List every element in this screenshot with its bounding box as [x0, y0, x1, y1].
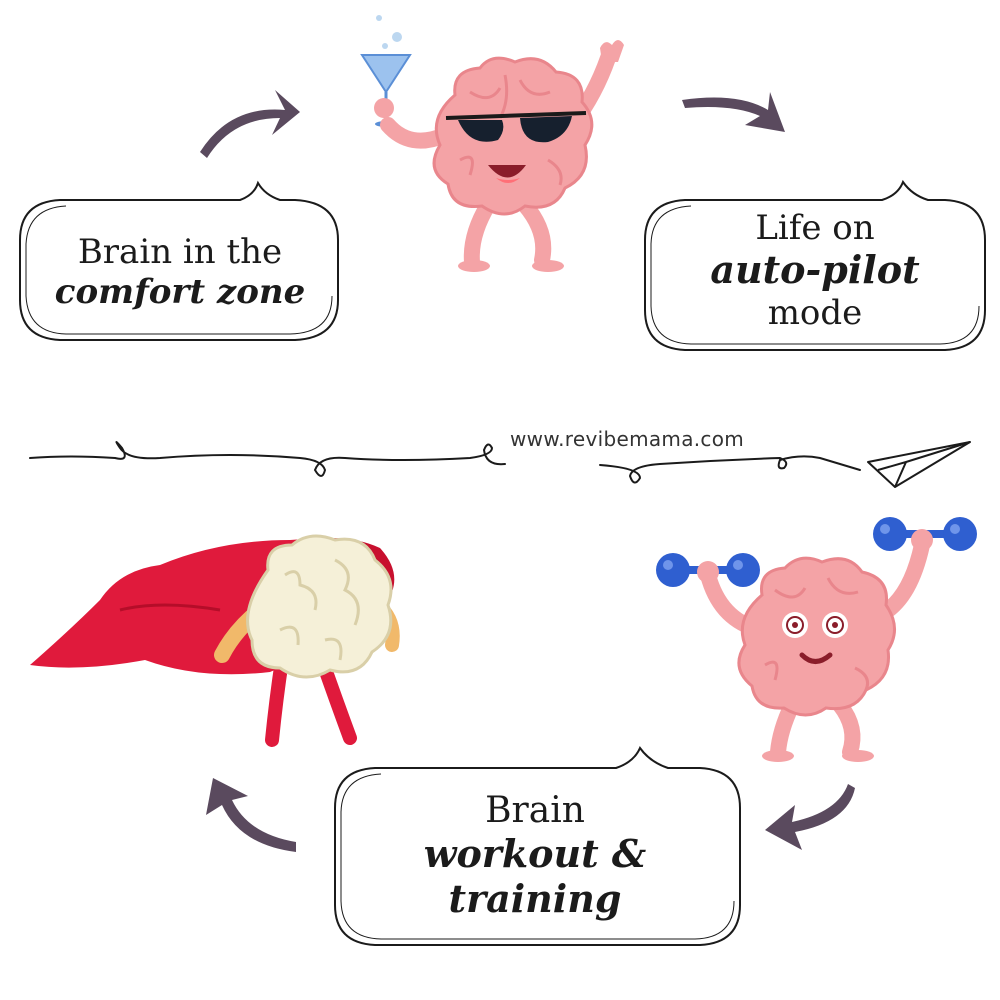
- divider-line: [29, 441, 861, 484]
- workout-line-3: training: [448, 876, 622, 922]
- workout-caption: Brain workout & training: [345, 790, 725, 922]
- arrow-icon: [200, 90, 300, 158]
- bubble-comfort-zone: [19, 180, 339, 341]
- comfort-line-2: comfort zone: [54, 272, 306, 313]
- comfort-zone-caption: Brain in the comfort zone: [30, 232, 330, 312]
- auto-pilot-caption: Life on auto-pilot mode: [655, 208, 975, 333]
- arrow-icon: [682, 92, 785, 132]
- workout-line-1: Brain: [485, 790, 585, 831]
- arrow-icon: [206, 778, 296, 852]
- bubble-workout: [334, 745, 741, 946]
- workout-line-2: workout &: [423, 831, 647, 877]
- super-brain: [30, 534, 400, 747]
- bubble-auto-pilot: [644, 179, 986, 351]
- party-brain: [360, 15, 624, 272]
- comfort-line-1: Brain in the: [77, 232, 283, 272]
- website-url[interactable]: www.revibemama.com: [510, 427, 745, 451]
- arrow-icon: [765, 784, 855, 850]
- autopilot-line-2: auto-pilot: [710, 247, 920, 293]
- workout-brain: [656, 517, 977, 762]
- paper-plane-icon: [867, 441, 971, 488]
- sunglasses-icon: [445, 111, 587, 143]
- autopilot-line-3: mode: [767, 292, 863, 333]
- autopilot-line-1: Life on: [755, 208, 875, 248]
